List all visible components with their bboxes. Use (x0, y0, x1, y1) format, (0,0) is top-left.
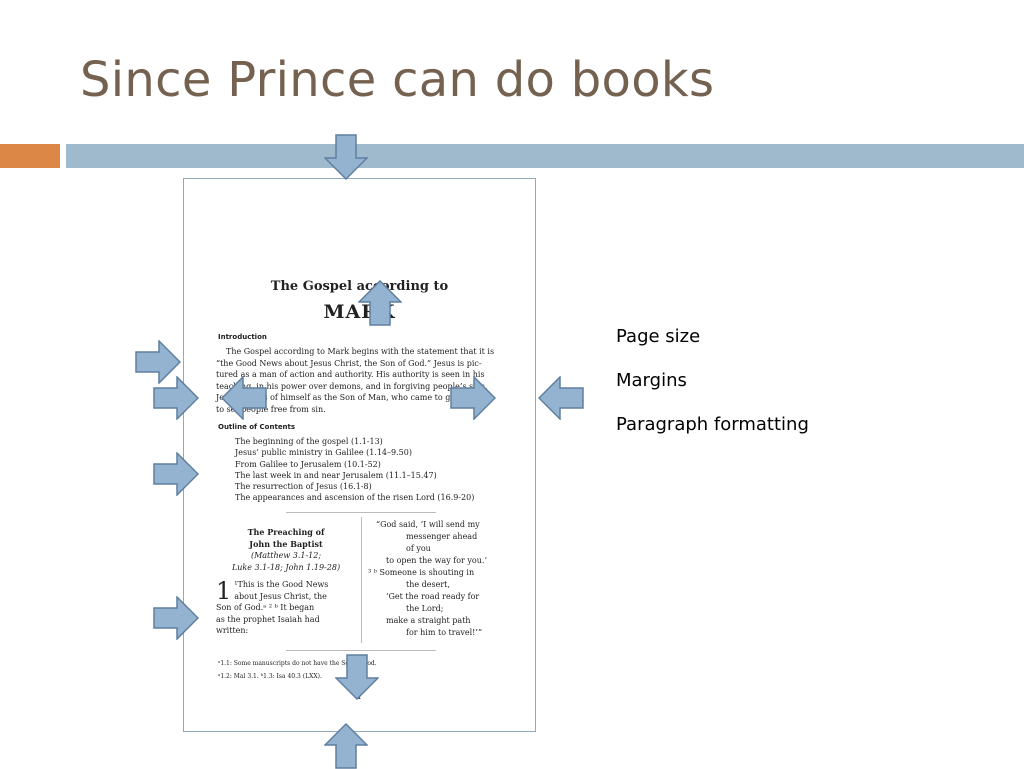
quote-line: ‘Get the road ready for (386, 592, 480, 601)
intro-heading: Introduction (218, 333, 267, 341)
outline-item: From Galilee to Jerusalem (10.1-52) (235, 459, 381, 469)
arrow-right-icon (153, 596, 199, 640)
verse-line: about Jesus Christ, the (234, 591, 327, 601)
quote-line: make a straight path (386, 616, 471, 625)
arrow-right-icon (153, 376, 199, 420)
right-column: “God said, ‘I will send my messenger ahe… (368, 519, 526, 639)
preaching-heading: The Preaching of (247, 527, 325, 537)
quote-line: for him to travel!’” (406, 628, 483, 637)
arrow-left-icon (221, 376, 267, 420)
accent-bar-orange (0, 144, 60, 168)
quote-line: to open the way for you.’ (386, 556, 487, 565)
verse-line: ¹This is the Good News (234, 580, 329, 589)
section-divider (286, 512, 436, 513)
verse-line: Son of God.ᵃ ² ᵇ It began (216, 603, 315, 612)
quote-line: of you (406, 544, 431, 553)
verse-line: written: (216, 626, 249, 635)
intro-line: “the Good News about Jesus Christ, the S… (216, 358, 482, 368)
column-divider (361, 517, 362, 643)
accent-bar-blue (66, 144, 1024, 168)
preaching-reference: Luke 3.1-18; John 1.19-28) (231, 562, 341, 572)
label-paragraph-formatting: Paragraph formatting (616, 414, 809, 435)
footnote-divider (286, 650, 436, 651)
arrow-left-icon (538, 376, 584, 420)
label-page-size: Page size (616, 326, 701, 347)
quote-line: the desert, (406, 580, 450, 589)
verse-line: as the prophet Isaiah had (216, 614, 320, 624)
footnote: ᵃ1.2: Mal 3.1. ᵇ1.3: Isa 40.3 (LXX). (218, 673, 322, 680)
arrow-right-icon (450, 376, 496, 420)
arrow-up-icon (323, 723, 369, 769)
outline-item: The resurrection of Jesus (16.1-8) (235, 482, 372, 492)
arrow-down-icon (323, 134, 369, 180)
preaching-heading: John the Baptist (249, 538, 323, 549)
label-margins: Margins (616, 370, 687, 391)
outline-list: The beginning of the gospel (1.1-13) Jes… (235, 436, 474, 504)
intro-line: Jesus speaks of himself as the Son of Ma… (216, 393, 492, 403)
footnote: ᵃ1.1: Some manuscripts do not have the S… (218, 660, 377, 667)
outline-item: The appearances and ascension of the ris… (235, 493, 475, 503)
intro-line: teaching, in his power over demons, and … (216, 381, 488, 391)
arrow-right-icon (135, 340, 181, 384)
chapter-number: 1 (216, 577, 232, 605)
quote-line: “God said, ‘I will send my (376, 520, 480, 529)
quote-line: messenger ahead (406, 532, 478, 541)
intro-line: to set people free from sin. (216, 404, 326, 414)
document-page: The Gospel according to MARK Introductio… (183, 178, 536, 732)
intro-line: The Gospel according to Mark begins with… (226, 347, 495, 356)
outline-item: The beginning of the gospel (1.1-13) (235, 437, 383, 446)
outline-item: The last week in and near Jerusalem (11.… (235, 470, 437, 480)
quote-line: the Lord; (406, 604, 444, 613)
intro-paragraph: The Gospel according to Mark begins with… (216, 346, 506, 416)
document-title: The Gospel according to (270, 279, 449, 294)
slide-title: Since Prince can do books (80, 52, 715, 108)
verse-block: 1 ¹This is the Good News about Jesus Chr… (216, 579, 356, 637)
intro-line: tured as a man of action and authority. … (216, 370, 485, 380)
quote-line: ³ ᵇ Someone is shouting in (368, 568, 475, 577)
preaching-reference: (Matthew 3.1-12; (250, 551, 322, 560)
arrow-right-icon (153, 452, 199, 496)
arrow-down-icon (334, 654, 380, 700)
left-column: The Preaching of John the Baptist (Matth… (216, 527, 356, 637)
feature-labels: Page size Margins Paragraph formatting (616, 325, 809, 457)
outline-item: Jesus’ public ministry in Galilee (1.14–… (235, 448, 412, 458)
arrow-up-icon (357, 280, 403, 326)
outline-heading: Outline of Contents (218, 423, 296, 431)
footnotes: ᵃ1.1: Some manuscripts do not have the S… (218, 657, 377, 683)
